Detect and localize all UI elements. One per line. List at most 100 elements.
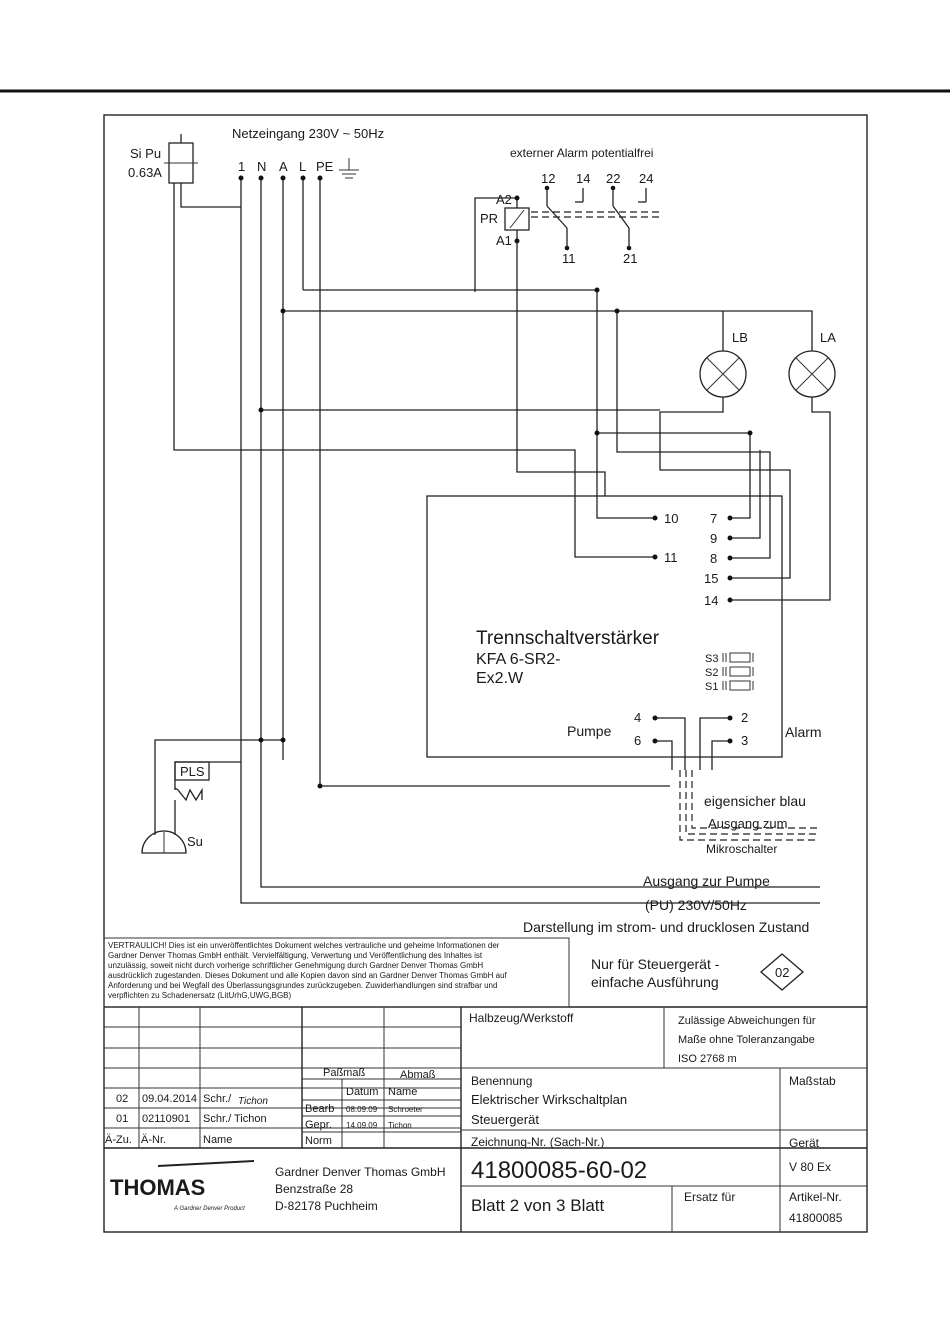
lamp-lb-icon bbox=[699, 350, 747, 398]
rev-row-2-nr: 02110901 bbox=[142, 1113, 190, 1125]
company-line3: D-82178 Puchheim bbox=[275, 1199, 378, 1213]
su-label: Su bbox=[187, 834, 203, 849]
pump-terminal-6: 6 bbox=[634, 733, 641, 748]
variant-badge: 02 bbox=[775, 965, 789, 980]
confidential-line-4: ausdrücklich zugestanden. Dieses Dokumen… bbox=[108, 971, 508, 980]
variant-badge-icon bbox=[760, 953, 804, 991]
blatt: Blatt 2 von 3 Blatt bbox=[471, 1196, 605, 1215]
company-logo-tag: A Gardner Denver Product bbox=[173, 1206, 245, 1212]
alarm-terminal-2: 2 bbox=[741, 710, 748, 725]
pump-output-line1: Ausgang zur Pumpe bbox=[643, 873, 770, 889]
pressure-switch-icon bbox=[174, 787, 203, 835]
confidential-line-2: Gardner Denver Thomas GmbH enthält. Verv… bbox=[108, 951, 483, 960]
zeichnung-nr: 41800085-60-02 bbox=[471, 1157, 647, 1184]
terminal-n: N bbox=[257, 159, 266, 174]
amp-terminal-7: 7 bbox=[710, 511, 717, 526]
confidential-line-6: verpflichten zu Schadenersatz (LitUrhG,U… bbox=[108, 991, 292, 1000]
gepr-name: Tichon bbox=[388, 1121, 412, 1130]
benennung-line1: Elektrischer Wirkschaltplan bbox=[471, 1092, 627, 1107]
contact-24: 24 bbox=[639, 171, 653, 186]
amp-terminal-10: 10 bbox=[664, 511, 678, 526]
terminal-1: 1 bbox=[238, 159, 245, 174]
massstab-label: Maßstab bbox=[789, 1074, 836, 1088]
artikel-value: 41800085 bbox=[789, 1211, 843, 1225]
pump-label: Pumpe bbox=[567, 723, 612, 739]
junction-dots bbox=[238, 175, 753, 789]
alarm-terminal-3: 3 bbox=[741, 733, 748, 748]
company-line2: Benzstraße 28 bbox=[275, 1182, 353, 1196]
confidential-box bbox=[103, 937, 570, 1008]
contact-21: 21 bbox=[623, 251, 637, 266]
name-label: Name bbox=[388, 1086, 417, 1098]
header-nr: Ä-Nr. bbox=[141, 1134, 166, 1146]
abmass-label: Abmaß bbox=[400, 1069, 436, 1081]
contact-11: 11 bbox=[562, 251, 576, 266]
gepr-date: 14.09.09 bbox=[346, 1121, 378, 1130]
relay-a1: A1 bbox=[496, 233, 512, 248]
ext-alarm-title: externer Alarm potentialfrei bbox=[510, 146, 653, 160]
terminal-a: A bbox=[279, 159, 288, 174]
switch-s1-label: S1 bbox=[705, 681, 718, 693]
relay-coil-icon bbox=[504, 195, 530, 244]
geraet-label: Gerät bbox=[789, 1136, 820, 1150]
contact-22: 22 bbox=[606, 171, 620, 186]
confidential-line-5: Anforderung und bei Wegfall des Überlass… bbox=[108, 981, 497, 990]
tolerance-line1: Zulässige Abweichungen für bbox=[678, 1015, 816, 1027]
state-note: Darstellung im strom- und drucklosen Zus… bbox=[523, 919, 809, 935]
contact-12: 12 bbox=[541, 171, 555, 186]
variant-line1: Nur für Steuergerät - bbox=[591, 956, 720, 972]
header-name: Name bbox=[203, 1134, 232, 1146]
title-block-grid bbox=[104, 1007, 867, 1232]
ground-icon bbox=[339, 158, 359, 179]
geraet-value: V 80 Ex bbox=[789, 1160, 831, 1174]
rev-row-2-name: Schr./ Tichon bbox=[203, 1113, 267, 1125]
mains-title: Netzeingang 230V ~ 50Hz bbox=[232, 126, 384, 141]
norm-label: Norm bbox=[305, 1135, 332, 1147]
amp-terminal-8: 8 bbox=[710, 551, 717, 566]
amp-terminal-14: 14 bbox=[704, 593, 718, 608]
amp-terminal-15: 15 bbox=[704, 571, 718, 586]
company-logo: THOMAS bbox=[110, 1175, 205, 1200]
rev-row-1-nr: 09.04.2014 bbox=[142, 1093, 197, 1105]
intrinsic-line1: eigensicher blau bbox=[704, 793, 806, 809]
amp-model-2: Ex2.W bbox=[476, 670, 524, 687]
gepr-label: Gepr. bbox=[305, 1119, 332, 1131]
bearb-name: Schroeter bbox=[388, 1105, 423, 1114]
contact-set-2-icon bbox=[610, 185, 647, 251]
tolerance-line3: ISO 2768 m bbox=[678, 1053, 737, 1065]
bearb-date: 08.09.09 bbox=[346, 1105, 378, 1114]
pass-label: Paßmaß bbox=[323, 1067, 365, 1079]
lamp-lb-label: LB bbox=[732, 330, 748, 345]
benennung-line2: Steuergerät bbox=[471, 1112, 539, 1127]
company-line1: Gardner Denver Thomas GmbH bbox=[275, 1165, 446, 1179]
rev-row-1-zu: 02 bbox=[116, 1093, 128, 1105]
pls-box bbox=[174, 761, 210, 781]
terminal-pe: PE bbox=[316, 159, 334, 174]
intrinsic-line2: Ausgang zum bbox=[708, 816, 788, 831]
wiring bbox=[154, 178, 831, 904]
contact-set-1-icon bbox=[544, 185, 584, 251]
confidential-line-1: VERTRAULICH! Dies ist ein unveröffentlic… bbox=[108, 941, 500, 950]
switch-s3-label: S3 bbox=[705, 653, 718, 665]
intrinsic-line3: Mikroschalter bbox=[706, 842, 777, 856]
tolerance-line2: Maße ohne Toleranzangabe bbox=[678, 1034, 815, 1046]
confidential-line-3: unzulässig, soweit nicht durch vorherige… bbox=[108, 961, 483, 970]
lamp-la-icon bbox=[788, 350, 836, 398]
amp-title: Trennschaltverstärker bbox=[476, 628, 660, 649]
terminal-l: L bbox=[299, 159, 306, 174]
sensor-su-icon bbox=[141, 830, 187, 854]
rev-row-2-zu: 01 bbox=[116, 1113, 128, 1125]
pump-output-line2: (PU) 230V/50Hz bbox=[645, 897, 747, 913]
rev-row-1-name: Schr./ bbox=[203, 1093, 232, 1105]
variant-line2: einfache Ausführung bbox=[591, 974, 719, 990]
benennung-label: Benennung bbox=[471, 1074, 532, 1088]
drawing-frame bbox=[103, 114, 868, 1233]
switch-s2-label: S2 bbox=[705, 667, 718, 679]
lamp-la-label: LA bbox=[820, 330, 836, 345]
zeichnung-label: Zeichnung-Nr. (Sach-Nr.) bbox=[471, 1135, 604, 1149]
logo-swoosh bbox=[157, 1160, 255, 1167]
relay-a2: A2 bbox=[496, 192, 512, 207]
bearb-label: Bearb bbox=[305, 1103, 334, 1115]
amp-terminal-11: 11 bbox=[664, 550, 678, 565]
